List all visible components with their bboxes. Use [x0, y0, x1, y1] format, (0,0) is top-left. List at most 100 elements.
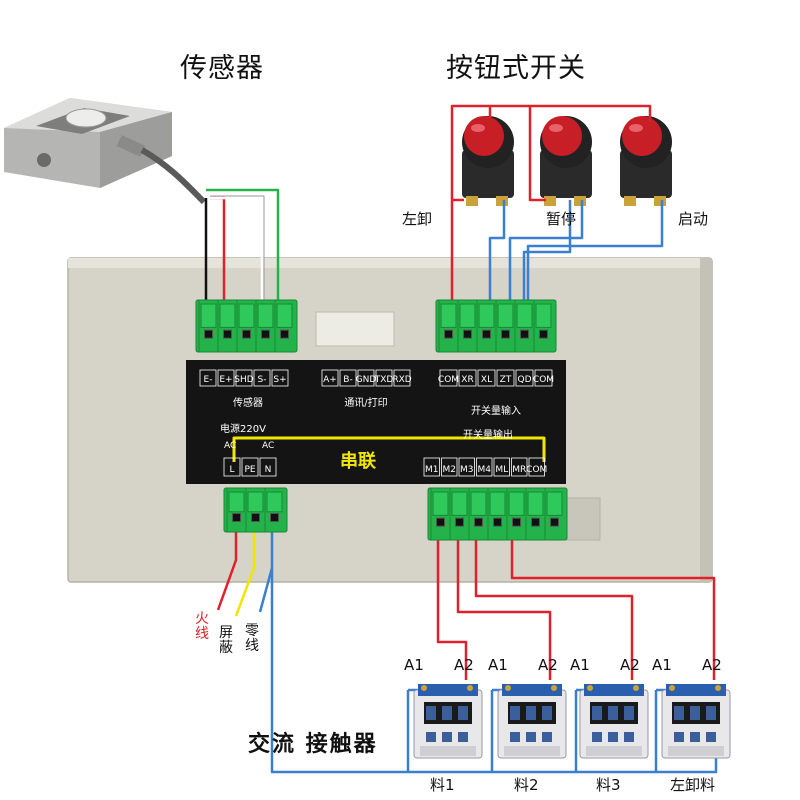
wire-ml	[510, 530, 716, 680]
output-term-box-3	[476, 457, 493, 477]
comm-term-label-1: B-	[343, 375, 352, 385]
output-term-box-2	[458, 457, 475, 477]
wire-neutral-2	[258, 567, 274, 613]
terminal-block-inputs	[435, 299, 557, 353]
comm-term-label-4: RXD	[392, 375, 411, 385]
series-label: 串联	[340, 451, 376, 472]
terminal-block-outputs	[427, 487, 568, 541]
power-term-box-1	[241, 457, 259, 477]
sensor-term-label-2: SHD	[234, 375, 253, 385]
input-term-label-1: XR	[461, 375, 473, 385]
wire-sensor-green	[206, 188, 280, 320]
push-button-start	[620, 116, 672, 206]
output-term-label-0: M1	[425, 465, 439, 475]
input-term-label-0: COM	[438, 375, 459, 385]
push-button-pause	[540, 116, 592, 206]
sensor-term-label-3: S-	[258, 375, 267, 385]
terminal-block-sensor	[195, 299, 298, 353]
wire-button-blue-pause-2	[522, 200, 572, 320]
output-term-label-2: M3	[460, 465, 474, 475]
output-term-box-0	[423, 457, 440, 477]
contactor-4-a2-label: A2	[702, 656, 722, 674]
wire-m3	[474, 530, 634, 680]
wire-live	[216, 530, 238, 611]
wire-series-bridge	[232, 436, 546, 462]
comm-term-box-3	[375, 369, 393, 387]
buttons-title: 按钮式开关	[446, 53, 586, 84]
wire-m2	[456, 530, 552, 680]
sensor-term-label-0: E-	[204, 375, 213, 385]
contactor-1-a1-label: A1	[404, 656, 424, 674]
output-term-label-1: M2	[443, 465, 457, 475]
button-label-pause: 暂停	[546, 210, 577, 228]
comm-term-box-1	[339, 369, 357, 387]
panel-power-caption: 电源220V	[220, 422, 266, 435]
terminal-block-power	[223, 487, 288, 533]
input-term-label-5: COM	[533, 375, 554, 385]
comm-term-box-2	[357, 369, 375, 387]
output-term-label-3: M4	[478, 465, 492, 475]
comm-term-label-3: TXD	[374, 375, 394, 385]
contactor-2-a1-label: A1	[488, 656, 508, 674]
input-term-box-3	[496, 369, 515, 387]
input-term-label-3: ZT	[500, 375, 512, 385]
load-cell-sensor	[4, 98, 207, 205]
power-term-label-2: N	[265, 465, 272, 475]
output-term-label-5: MR	[512, 465, 526, 475]
sensor-term-box-3	[253, 369, 271, 387]
input-term-box-2	[477, 369, 496, 387]
wire-m1	[436, 530, 468, 680]
contactor-3-name: 料3	[596, 776, 621, 794]
output-term-label-6: COM	[526, 465, 547, 475]
sensor-term-box-0	[199, 369, 217, 387]
output-term-box-5	[511, 457, 528, 477]
contactor-3-a2-label: A2	[620, 656, 640, 674]
contactor-3-a1-label: A1	[570, 656, 590, 674]
sensor-term-box-2	[235, 369, 253, 387]
wire-button-blue-start	[526, 200, 664, 320]
wire-sensor-white-outline	[210, 195, 265, 320]
panel-power-ac-left: AC	[224, 441, 236, 451]
sensor-term-box-1	[217, 369, 235, 387]
contactor-1-a2-label: A2	[454, 656, 474, 674]
input-term-label-2: XL	[481, 375, 492, 385]
comm-term-box-4	[393, 369, 411, 387]
contactors-title: 交流 接触器	[248, 732, 378, 757]
wire-shield	[234, 530, 256, 617]
panel-comm-caption: 通讯/打印	[344, 396, 387, 409]
contactor-2-a2-label: A2	[538, 656, 558, 674]
button-label-left-unload: 左卸	[402, 210, 433, 228]
input-term-box-4	[515, 369, 534, 387]
output-term-label-4: ML	[495, 465, 508, 475]
power-term-box-0	[223, 457, 241, 477]
input-term-box-5	[534, 369, 553, 387]
contactor-4	[661, 684, 731, 759]
panel-power-ac-right: AC	[262, 441, 274, 451]
push-button-left-unload	[462, 116, 514, 206]
power-term-label-1: PE	[244, 465, 255, 475]
comm-term-box-0	[321, 369, 339, 387]
wire-button-blue-left	[488, 200, 506, 320]
contactor-2-name: 料2	[514, 776, 539, 794]
output-term-box-6	[528, 457, 545, 477]
wire-button-red	[450, 104, 652, 320]
contactor-2	[497, 684, 567, 759]
panel-sensor-caption: 传感器	[233, 396, 263, 409]
sensor-term-box-4	[271, 369, 289, 387]
button-label-start: 启动	[678, 210, 709, 228]
panel-output-caption: 开关量输出	[463, 428, 513, 441]
output-term-box-4	[493, 457, 510, 477]
panel-input-caption: 开关量输入	[471, 404, 521, 417]
contactor-1	[413, 684, 483, 759]
input-term-box-0	[439, 369, 458, 387]
wire-sensor-white	[210, 196, 264, 320]
wire-button-red-4	[528, 106, 546, 202]
input-term-box-1	[458, 369, 477, 387]
wire-label-shield: 屏蔽	[219, 625, 233, 656]
comm-term-label-0: A+	[323, 375, 337, 385]
